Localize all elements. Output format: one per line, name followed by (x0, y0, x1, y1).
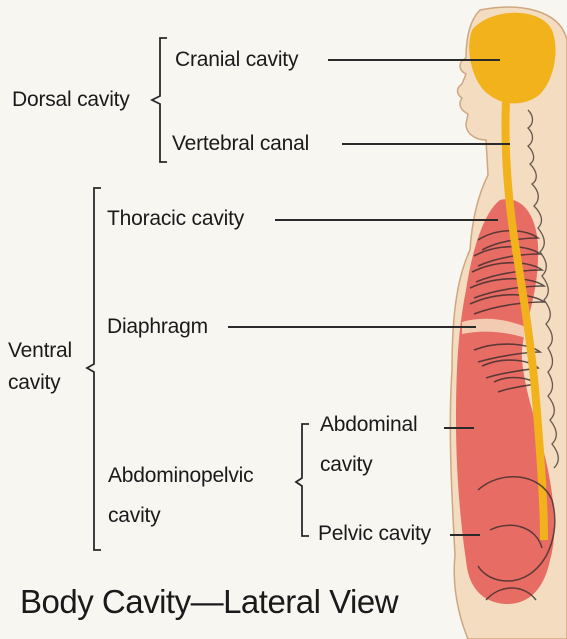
label-abdominopelvic-line2: cavity (108, 503, 160, 528)
bracket-abdominopelvic (296, 424, 309, 536)
bracket-ventral (87, 188, 101, 550)
label-dorsal-cavity: Dorsal cavity (12, 87, 130, 112)
label-abdominal-line2: cavity (320, 452, 372, 477)
label-ventral-line2: cavity (8, 370, 60, 395)
label-abdominopelvic-line1: Abdominopelvic (108, 463, 253, 488)
label-cranial-cavity: Cranial cavity (175, 47, 298, 72)
diagram-title: Body Cavity—Lateral View (20, 582, 398, 622)
label-diaphragm: Diaphragm (107, 314, 208, 339)
label-abdominal-line1: Abdominal (320, 412, 417, 437)
bracket-dorsal (152, 38, 167, 162)
label-thoracic-cavity: Thoracic cavity (107, 206, 244, 231)
label-ventral-line1: Ventral (8, 338, 72, 363)
label-vertebral-canal: Vertebral canal (172, 131, 309, 156)
label-pelvic-cavity: Pelvic cavity (318, 521, 431, 546)
